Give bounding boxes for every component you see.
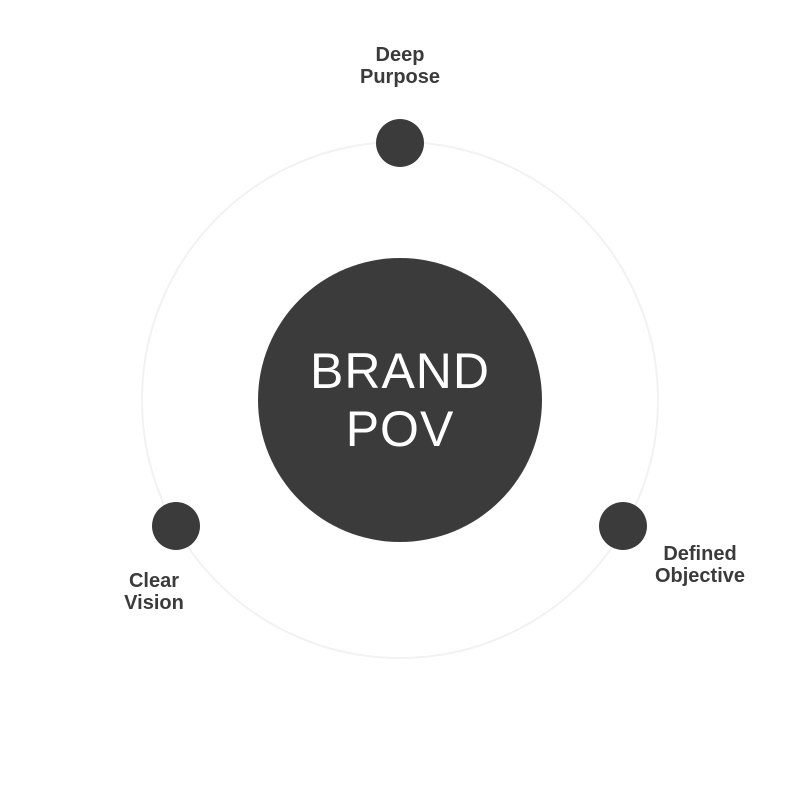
node-right-label-line-1: Defined: [663, 543, 737, 565]
node-top-dot: [376, 119, 424, 167]
node-right-label: Defined Objective: [630, 543, 770, 587]
node-left-label-line-2: Vision: [124, 592, 184, 614]
node-right-label-line-2: Objective: [654, 565, 746, 587]
node-top-label-line-1: Deep: [375, 44, 425, 66]
center-title-line-2: POV: [345, 401, 455, 457]
center-circle: [258, 258, 542, 542]
node-left-label-line-1: Clear: [128, 570, 180, 592]
node-top-label-line-2: Purpose: [359, 66, 441, 88]
center-title-line-1: BRAND: [309, 343, 491, 399]
node-top-label: Deep Purpose: [330, 44, 470, 88]
node-left-dot: [152, 502, 200, 550]
node-right-dot: [599, 502, 647, 550]
node-left-label: Clear Vision: [84, 570, 224, 614]
center-title: BRAND POV: [258, 258, 542, 542]
